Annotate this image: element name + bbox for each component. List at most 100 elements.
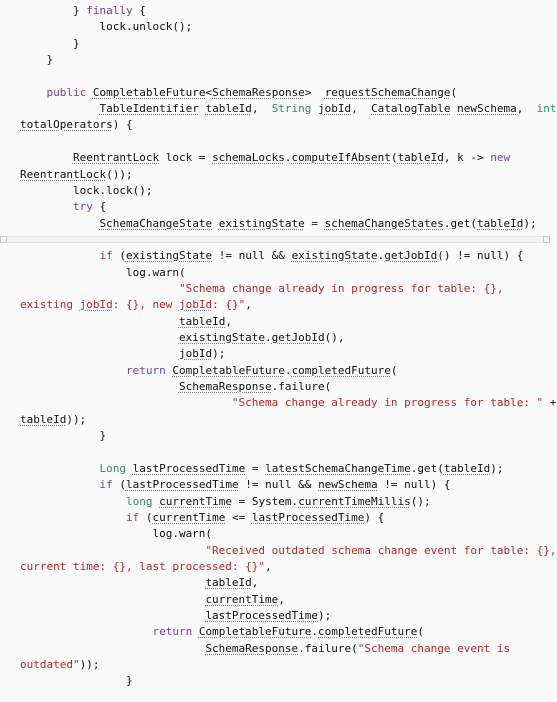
- code-token: jobId: [178, 347, 213, 361]
- code-token: ,: [265, 559, 272, 573]
- code-token: Long: [99, 461, 126, 475]
- code-line: }: [20, 427, 106, 444]
- code-token: public: [46, 85, 87, 99]
- code-token: lock.lock();: [20, 183, 153, 197]
- code-token: schemaChangeStates: [324, 216, 444, 230]
- code-token: [20, 200, 73, 213]
- code-token: [20, 462, 99, 475]
- code-line: lock.unlock();: [20, 18, 192, 35]
- divider-handle-left[interactable]: [0, 236, 7, 243]
- code-token: .get(: [410, 461, 444, 475]
- code-token: =: [245, 461, 266, 475]
- code-token: ReentrantLock: [72, 151, 160, 165]
- code-token: currentTime: [152, 510, 226, 524]
- code-token: .: [284, 151, 292, 165]
- divider-handle-right[interactable]: [543, 236, 550, 243]
- code-token: newSchema: [457, 102, 517, 116]
- code-token: "Schema change event is: [357, 641, 511, 655]
- code-token: [86, 86, 93, 99]
- code-token: }: [20, 53, 54, 67]
- code-token: currentTimeMillis: [298, 494, 411, 508]
- code-line: "Schema change already in progress for t…: [20, 394, 557, 411]
- code-token: if: [99, 249, 113, 263]
- code-token: existingState: [291, 249, 378, 263]
- code-token: lastProcessedTime: [251, 510, 365, 524]
- code-line: }: [20, 35, 80, 52]
- code-token: );: [523, 216, 537, 230]
- code-token: ));: [66, 412, 87, 426]
- code-token: [20, 217, 99, 230]
- code-token: "Schema change already in progress for t…: [231, 396, 544, 410]
- code-token: [20, 478, 99, 491]
- code-token: [20, 593, 205, 606]
- code-token: [192, 625, 199, 638]
- code-token: SchemaChangeState: [99, 216, 213, 230]
- code-line: log.warn(: [20, 525, 212, 542]
- code-token: .failure(: [298, 641, 358, 655]
- code-line: ReentrantLock());: [20, 166, 133, 183]
- code-token: }: [20, 429, 107, 443]
- code-token: return: [152, 625, 193, 639]
- code-token: ) {: [364, 510, 385, 524]
- code-token: (: [417, 625, 425, 639]
- code-token: tableId: [20, 412, 67, 426]
- code-token: .: [265, 331, 272, 344]
- code-token: : {}, new: [112, 298, 179, 312]
- code-token: }: [20, 674, 133, 688]
- code-token: .: [311, 625, 319, 639]
- code-line: }: [20, 672, 133, 689]
- code-line: "Received outdated schema change event f…: [20, 542, 556, 559]
- code-token: TableIdentifier: [99, 102, 199, 116]
- code-token: currentTime: [205, 592, 279, 606]
- code-token: (: [112, 249, 126, 263]
- code-token: (),: [324, 331, 345, 344]
- code-line: if (existingState != null && existingSta…: [20, 247, 523, 264]
- code-token: : {}": [212, 298, 246, 312]
- code-line: current time: {}, last processed: {}",: [20, 558, 272, 575]
- code-token: [20, 495, 126, 508]
- code-token: =: [304, 216, 325, 230]
- code-token: tableId: [178, 314, 226, 328]
- code-token: ,: [251, 576, 259, 590]
- code-token: if: [125, 510, 140, 524]
- code-token: CompletableFuture: [172, 363, 285, 377]
- code-token: >: [304, 85, 325, 99]
- code-token: [20, 86, 47, 99]
- code-token: jobId: [318, 102, 352, 116]
- code-token: );: [490, 461, 504, 475]
- code-token: <=: [225, 510, 252, 524]
- code-token: ) {: [112, 118, 133, 132]
- code-line: jobId);: [20, 345, 225, 362]
- code-token: , k ->: [443, 151, 491, 165]
- code-token: ());: [106, 167, 133, 181]
- code-token: ,: [251, 102, 272, 116]
- code-token: int: [536, 102, 557, 116]
- code-line: existingState.getJobId(),: [20, 329, 345, 346]
- code-line: tableId,: [20, 313, 232, 330]
- code-token: [20, 347, 179, 360]
- code-line: existing jobId: {}, new jobId: {}",: [20, 296, 252, 313]
- code-token: SchemaResponse: [212, 85, 305, 99]
- code-token: tableId: [477, 216, 524, 230]
- code-token: != null &&: [238, 478, 319, 492]
- code-token: tableId: [205, 102, 252, 116]
- code-token: SchemaResponse: [205, 641, 299, 655]
- code-line: tableId));: [20, 411, 86, 428]
- code-token: completedFuture: [291, 363, 391, 377]
- code-token: jobId: [178, 298, 213, 312]
- code-token: [20, 282, 179, 295]
- code-token: [20, 364, 126, 377]
- code-token: (: [390, 151, 398, 165]
- code-token: CompletableFuture: [198, 625, 312, 639]
- code-token: ,: [351, 102, 372, 116]
- code-token: != null) {: [377, 478, 451, 492]
- code-token: (: [112, 478, 126, 492]
- code-token: );: [212, 347, 226, 361]
- split-divider[interactable]: [0, 236, 550, 243]
- code-token: ();: [410, 494, 431, 508]
- code-line: ReentrantLock lock = schemaLocks.compute…: [20, 149, 510, 166]
- code-line: if (currentTime <= lastProcessedTime) {: [20, 509, 384, 526]
- code-line: totalOperators) {: [20, 116, 133, 133]
- code-line: lastProcessedTime);: [20, 607, 331, 624]
